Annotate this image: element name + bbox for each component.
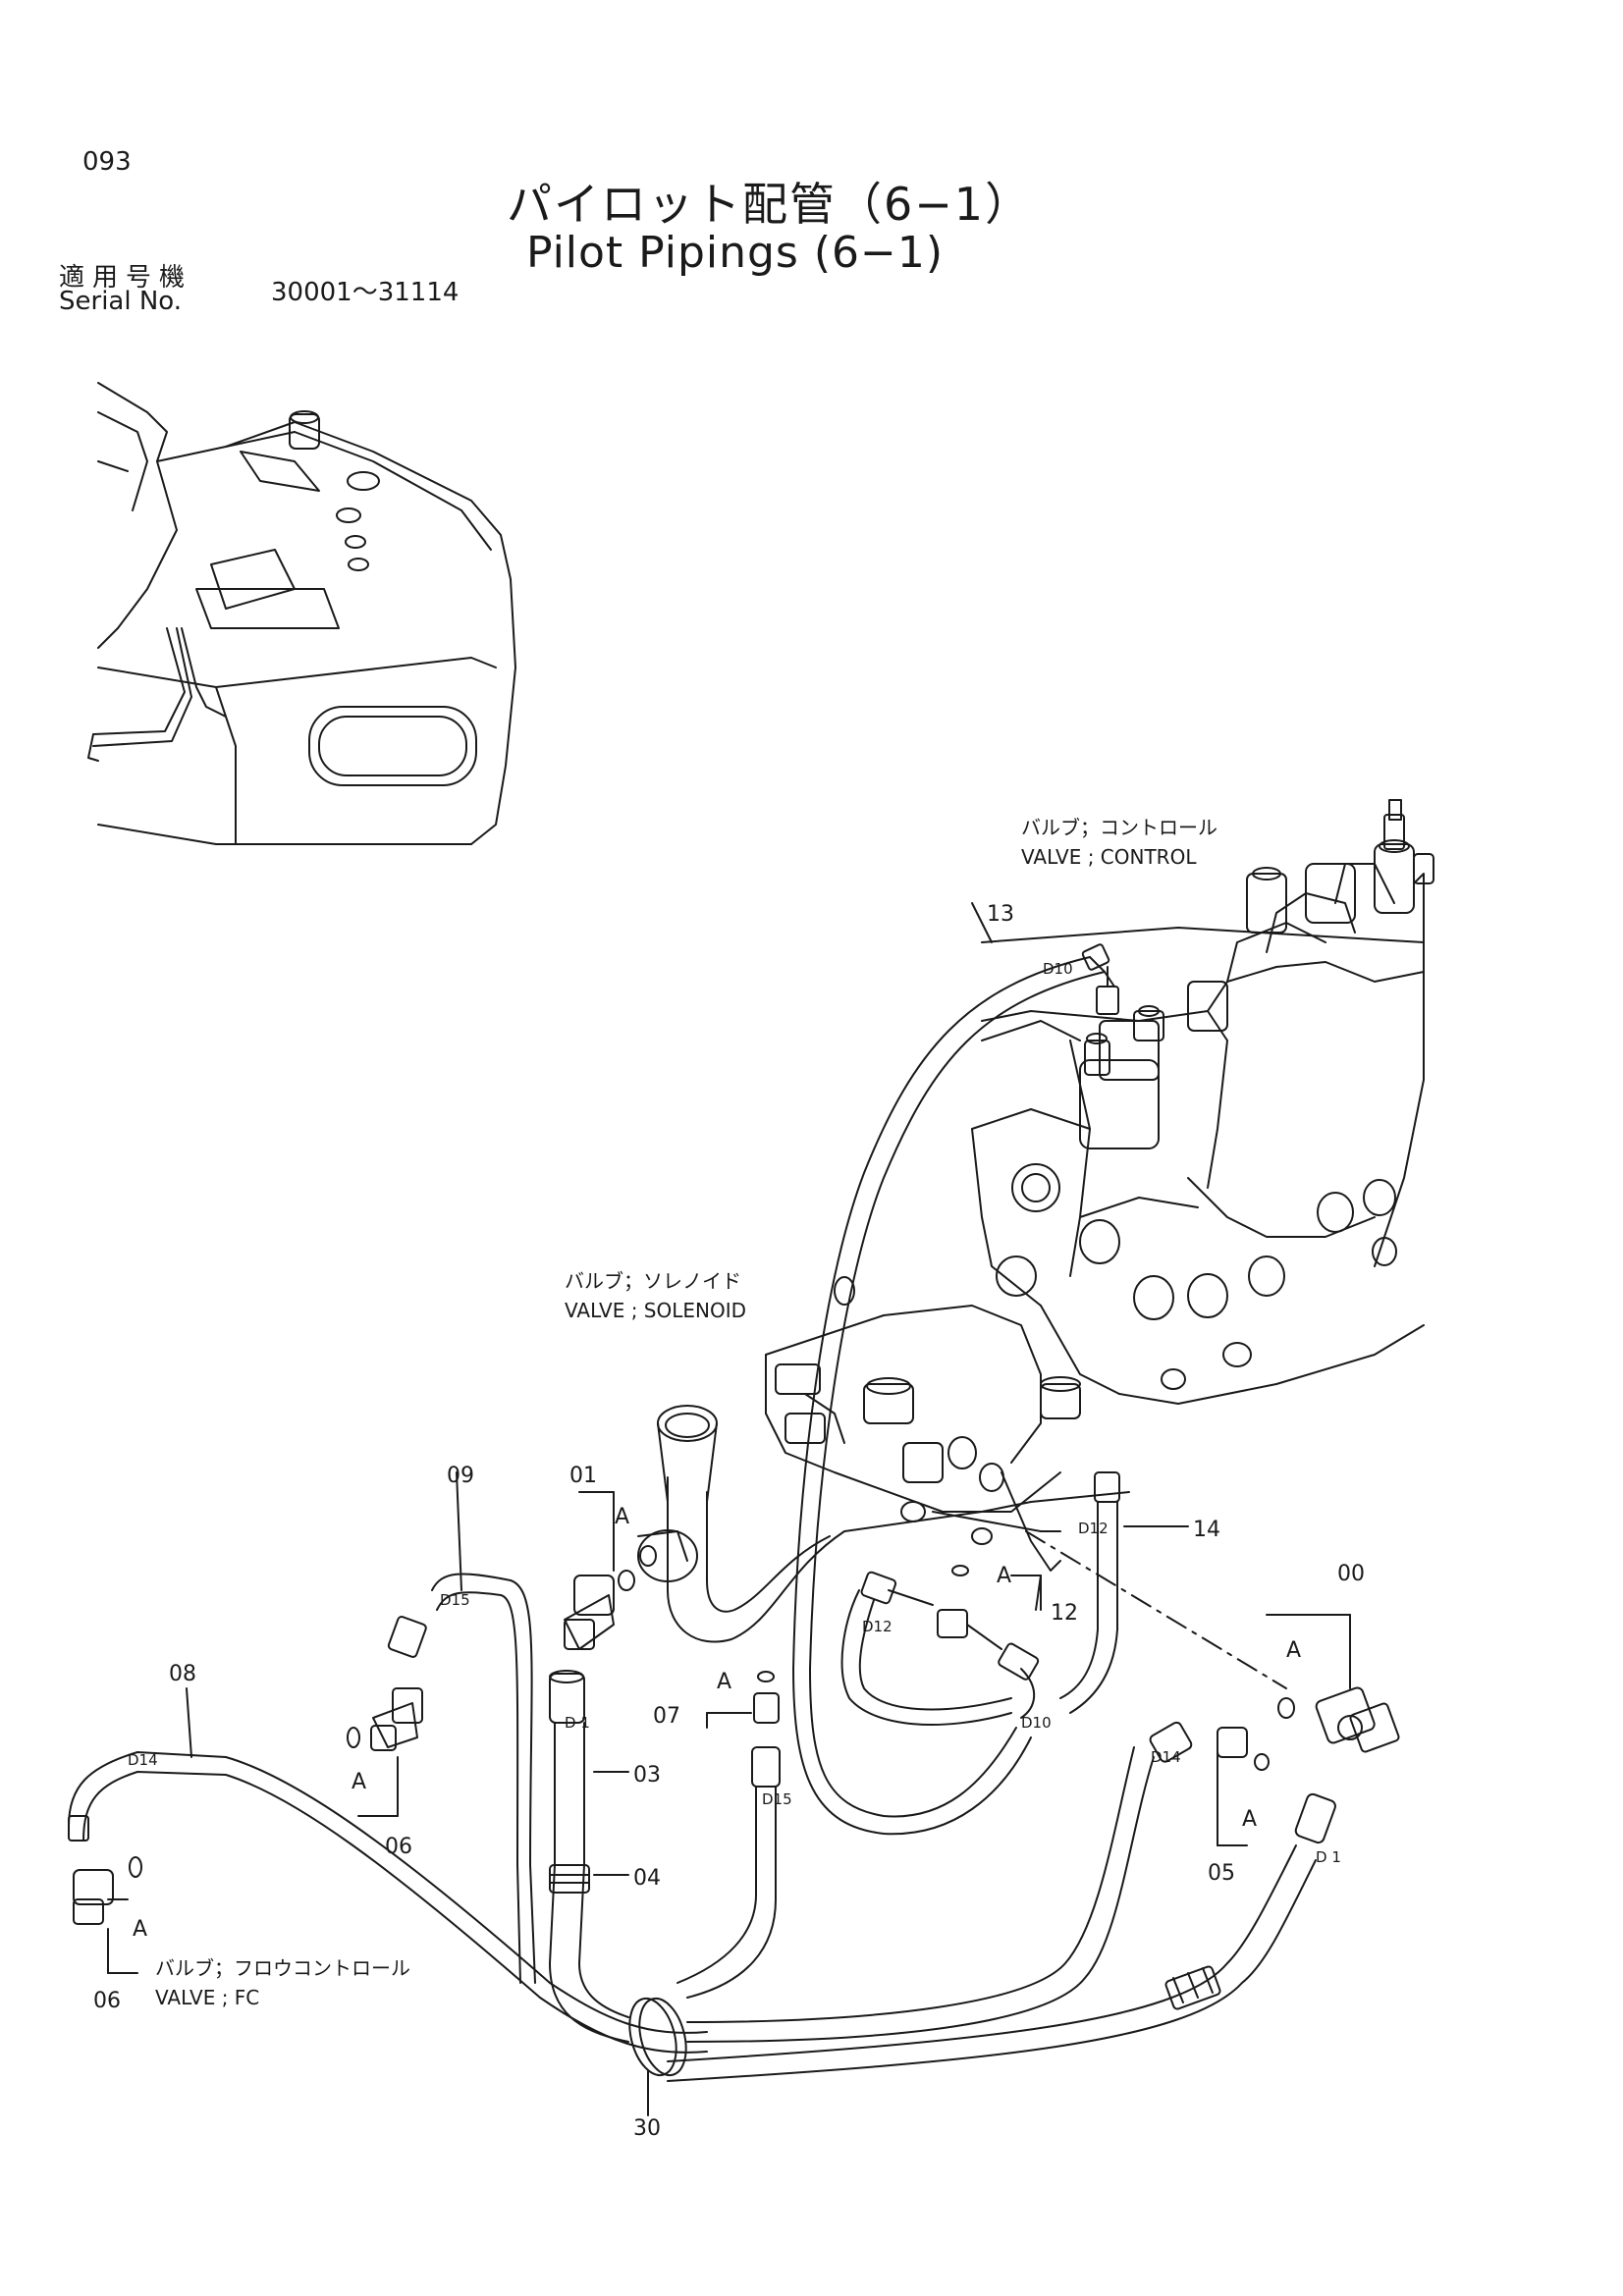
machine-overview-inset: [87, 382, 516, 845]
page-number: 093: [82, 147, 132, 177]
hose-d14-right: [686, 1721, 1193, 2043]
fitting-12-and-hose: [840, 1565, 1042, 1726]
fitting-06-upper: [347, 1687, 423, 1817]
hose-09: [387, 1471, 536, 1984]
diagram-labels: バルブ；コントロール VALVE ; CONTROL バルブ；ソレノイド VAL…: [93, 816, 1365, 2141]
part-number-00: 00: [1337, 1562, 1365, 1586]
label-valve-solenoid-en: VALVE ; SOLENOID: [565, 1299, 746, 1322]
label-valve-fc-jp: バルブ；フロウコントロール: [155, 1956, 410, 1980]
oring-mark-a-12: A: [997, 1564, 1011, 1588]
part-number-07: 07: [653, 1704, 680, 1729]
clamp-30: [628, 1997, 687, 2116]
part-number-14: 14: [1193, 1518, 1220, 1542]
center-line: [1025, 1530, 1287, 1689]
size-label-d10-top: D10: [1043, 960, 1073, 978]
hose-d15: [676, 1746, 781, 1999]
oring-mark-a-05: A: [1242, 1807, 1257, 1832]
size-label-d14-05: D14: [1151, 1748, 1181, 1766]
fitting-05: [1217, 1727, 1270, 1846]
size-label-d1-03: D 1: [565, 1714, 590, 1732]
part-number-01: 01: [569, 1464, 597, 1488]
part-number-04: 04: [633, 1866, 661, 1891]
serial-number-range: 30001～31114: [271, 278, 460, 307]
control-valve-body: [971, 799, 1434, 1419]
part-number-05: 05: [1208, 1861, 1235, 1886]
fitting-00: [1266, 1614, 1400, 1753]
part-number-13: 13: [987, 902, 1014, 927]
size-label-d12-14: D12: [1078, 1520, 1109, 1537]
serial-label-japanese: 適用号機: [59, 263, 193, 293]
hose-13: [792, 943, 1119, 1836]
part-number-03: 03: [633, 1763, 661, 1788]
pipe-elbow-solenoid: [637, 1405, 1130, 1643]
label-valve-control-jp: バルブ；コントロール: [1021, 816, 1217, 839]
size-label-d14-08: D14: [128, 1751, 158, 1769]
size-label-d12-12: D12: [862, 1618, 893, 1635]
oring-mark-a-06: A: [352, 1770, 366, 1794]
part-number-08: 08: [169, 1662, 196, 1686]
part-number-12: 12: [1051, 1601, 1078, 1626]
oring-mark-a-01: A: [615, 1505, 629, 1529]
size-label-d15-09: D15: [440, 1591, 470, 1609]
page-title-english: Pilot Pipings (6−1): [526, 228, 945, 278]
label-valve-solenoid-jp: バルブ；ソレノイド: [565, 1269, 741, 1293]
leader-lines: [593, 902, 1042, 1876]
serial-label-english: Serial No.: [59, 287, 182, 316]
hose-03: [549, 1670, 629, 2043]
part-number-06-upper: 06: [385, 1835, 412, 1859]
fitting-07: [706, 1671, 780, 1729]
fitting-01-elbow: [564, 1491, 635, 1650]
fitting-06-lower: [73, 1856, 142, 1974]
oring-mark-a-fc: A: [133, 1917, 147, 1942]
hose-d1-right: [667, 1792, 1336, 2082]
page-title-japanese: パイロット配管（6−1）: [507, 178, 1033, 231]
size-label-d15-07: D15: [762, 1790, 792, 1808]
size-label-d10-12: D10: [1021, 1714, 1052, 1732]
oring-mark-a-00: A: [1286, 1638, 1301, 1663]
part-number-06-lower: 06: [93, 1989, 121, 2013]
label-valve-control-en: VALVE ; CONTROL: [1021, 845, 1197, 869]
part-number-30: 30: [633, 2116, 661, 2141]
hose-14: [1059, 1471, 1189, 1714]
label-valve-fc-en: VALVE ; FC: [155, 1986, 259, 2009]
size-label-d1-00: D 1: [1316, 1848, 1341, 1866]
solenoid-valve-body: [765, 1276, 1061, 1572]
oring-mark-a-07: A: [717, 1670, 731, 1694]
part-number-09: 09: [447, 1464, 474, 1488]
